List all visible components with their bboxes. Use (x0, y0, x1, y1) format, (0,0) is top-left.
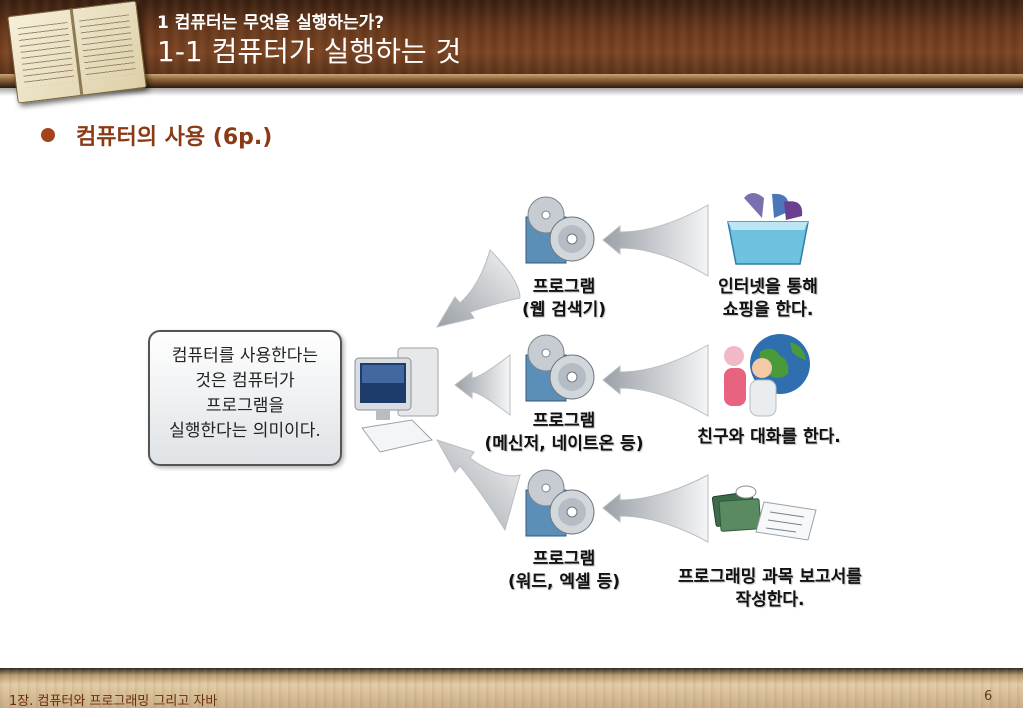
arrow-program-to-computer-3 (435, 439, 521, 532)
activity-label-1: 인터넷을 통해 쇼핑을 한다. (718, 277, 818, 320)
program-label-2: 프로그램 (메신저, 네이트온 등) (484, 411, 644, 454)
arrow-activity-to-program-1 (602, 204, 709, 277)
arrow-program-to-computer-1 (435, 249, 521, 328)
header-shadow (0, 88, 1023, 96)
header-band (0, 0, 1023, 88)
activity-label-2: 친구와 대화를 한다. (697, 427, 841, 447)
header-shelf (0, 74, 1023, 88)
footer-band (0, 668, 1023, 708)
activity-label-3: 프로그래밍 과목 보고서를 작성한다. (678, 567, 862, 610)
explanation-callout: 컴퓨터를 사용한다는 것은 컴퓨터가 프로그램을 실행한다는 의미이다. (148, 330, 342, 466)
page-number: 6 (984, 689, 993, 704)
computer-icon (354, 347, 439, 453)
globe-chat-icon (724, 334, 810, 417)
shopping-basket-icon (727, 193, 809, 265)
program-disc-icon-2 (525, 334, 595, 402)
section-subtitle: 1 컴퓨터는 무엇을 실행하는가? (157, 13, 385, 33)
program-disc-icon-1 (525, 196, 595, 264)
arrow-activity-to-program-2 (602, 344, 709, 417)
program-label-1: 프로그램 (웹 검색기) (521, 277, 607, 320)
bullet-heading: 컴퓨터의 사용 (6p.) (76, 125, 273, 150)
page-title: 1-1 컴퓨터가 실행하는 것 (157, 35, 462, 68)
arrow-activity-to-program-3 (602, 474, 709, 543)
documents-icon (712, 485, 817, 541)
arrow-program-to-computer-2 (454, 353, 511, 417)
program-disc-icon-3 (525, 469, 595, 537)
footer-chapter: 1장. 컴퓨터와 프로그래밍 그리고 자바 (9, 694, 218, 709)
program-label-3: 프로그램 (워드, 엑셀 등) (507, 549, 621, 592)
bullet-dot-icon (41, 128, 55, 142)
callout-text: 컴퓨터를 사용한다는 것은 컴퓨터가 프로그램을 실행한다는 의미이다. (169, 346, 321, 441)
